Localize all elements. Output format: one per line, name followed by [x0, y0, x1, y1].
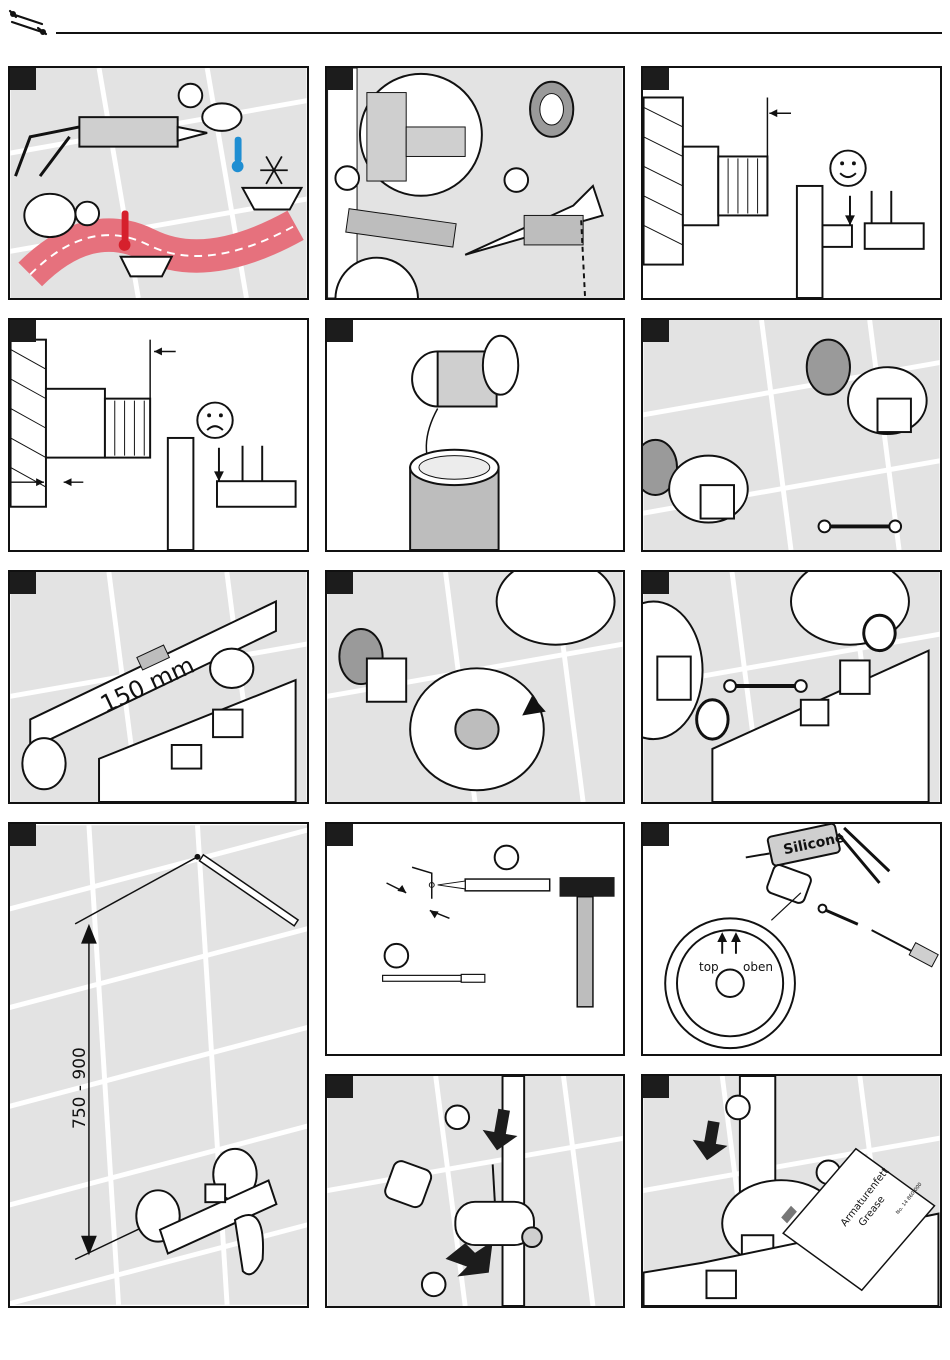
- step-marker: [10, 824, 36, 846]
- header-rule: [56, 32, 942, 34]
- step-panel-14: Armaturenfett Grease No. 14 860 000: [641, 1074, 942, 1308]
- step-panel-10: 750 - 900: [8, 822, 309, 1308]
- step-6-illustration: [643, 320, 940, 550]
- drill-bit-icon: [383, 974, 485, 982]
- step-marker: [327, 320, 353, 342]
- smiley-sad-icon: [197, 403, 232, 438]
- step-marker: [643, 320, 669, 342]
- step-panel-2: [325, 66, 625, 300]
- step-panel-6: [641, 318, 942, 552]
- step-panel-4: [8, 318, 309, 552]
- orientation-top-label: top: [699, 960, 719, 974]
- orientation-oben-label: oben: [743, 960, 773, 974]
- step-panel-3: [641, 66, 942, 300]
- step-marker: [327, 824, 353, 846]
- step-marker: [327, 572, 353, 594]
- step-marker: [327, 68, 353, 90]
- step-panel-7: 150 mm: [8, 570, 309, 804]
- tools-icon: [8, 8, 48, 38]
- step-panel-8: [325, 570, 625, 804]
- step-marker: [643, 1076, 669, 1098]
- step-14-illustration: [643, 1076, 940, 1306]
- step-panel-11: [325, 822, 625, 1056]
- step-13-illustration: [327, 1076, 623, 1306]
- smiley-happy-icon: [830, 151, 865, 186]
- step-12-illustration: [643, 824, 940, 1054]
- step-8-illustration: [327, 572, 623, 802]
- step-panel-5: [325, 318, 625, 552]
- step-3-illustration: [643, 68, 940, 298]
- height-dimension-label: 750 - 900: [70, 1047, 90, 1129]
- step-marker: [10, 320, 36, 342]
- step-1-illustration: [10, 68, 307, 298]
- step-marker: [10, 68, 36, 90]
- step-9-illustration: [643, 572, 940, 802]
- step-2-illustration: [327, 68, 623, 298]
- step-panel-1: [8, 66, 309, 300]
- step-10-illustration: [10, 824, 307, 1306]
- step-panel-13: [325, 1074, 625, 1308]
- step-11-illustration: [327, 824, 623, 1054]
- step-marker: [643, 824, 669, 846]
- step-panel-12: Silicone top oben: [641, 822, 942, 1056]
- step-marker: [643, 572, 669, 594]
- step-marker: [10, 572, 36, 594]
- step-marker: [327, 1076, 353, 1098]
- step-panel-9: [641, 570, 942, 804]
- step-marker: [643, 68, 669, 90]
- step-5-illustration: [327, 320, 623, 550]
- step-4-illustration: [10, 320, 307, 550]
